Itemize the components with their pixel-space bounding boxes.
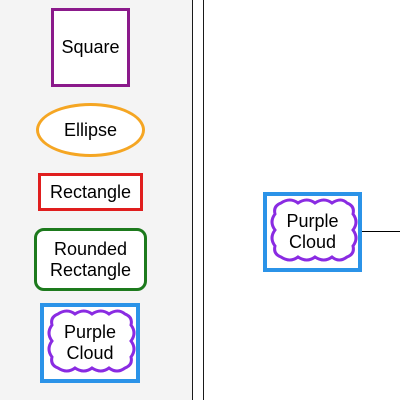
connector-line[interactable] [362, 231, 400, 232]
palette-ellipse-shape[interactable]: Ellipse [36, 103, 145, 157]
ellipse-label: Ellipse [63, 119, 118, 140]
palette-cloud-label-line1: Purple [63, 322, 117, 342]
palette-purple-cloud-shape[interactable]: Purple Cloud [40, 303, 140, 383]
rectangle-label: Rectangle [49, 181, 132, 202]
cloud-outline-icon [270, 198, 358, 262]
rounded-rectangle-label-line1: Rounded [53, 238, 128, 259]
panel-divider[interactable] [203, 0, 204, 400]
rounded-rectangle-label-line2: Rectangle [49, 259, 132, 280]
canvas-cloud-label-line2: Cloud [288, 232, 337, 252]
shape-palette: Square Ellipse Rectangle Rounded Rectang… [0, 0, 193, 400]
canvas-cloud-label: Purple Cloud [267, 196, 358, 268]
cloud-outline-icon [47, 309, 136, 373]
square-label: Square [61, 37, 120, 57]
palette-rectangle-shape[interactable]: Rectangle [38, 173, 143, 211]
canvas-cloud-label-line1: Purple [286, 211, 339, 231]
palette-square-shape[interactable]: Square [51, 8, 130, 87]
rounded-rectangle-label: Rounded Rectangle [50, 239, 131, 281]
palette-cloud-label: Purple Cloud [44, 307, 136, 379]
palette-cloud-label-line2: Cloud [66, 343, 114, 363]
canvas-purple-cloud-node[interactable]: Purple Cloud [263, 192, 362, 272]
palette-rounded-rectangle-shape[interactable]: Rounded Rectangle [34, 228, 147, 291]
